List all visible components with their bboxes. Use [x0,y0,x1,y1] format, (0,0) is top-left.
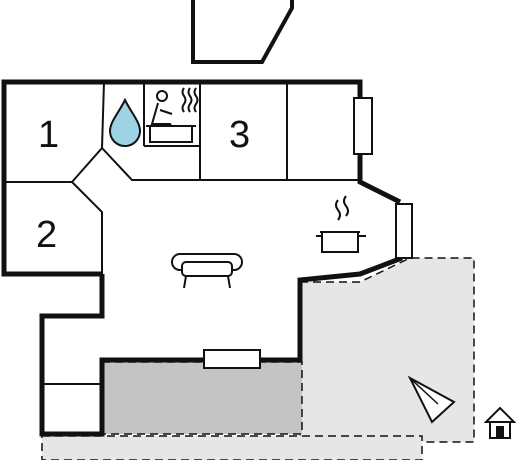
kitchen-pot-icon [316,195,366,253]
room-2-label: 2 [36,214,57,256]
house-entrance-icon [483,406,517,439]
sauna-icon [146,87,199,143]
house-floor [4,82,408,384]
exterior-wall [1,79,402,277]
room-1-label: 1 [38,114,59,156]
room-3-label: 3 [229,114,250,156]
window-icon [203,349,261,369]
interior-walls [4,81,360,385]
terrace-right [299,257,475,460]
outbuilding [191,0,294,64]
sofa-icon [171,253,243,289]
covered-area [101,361,303,435]
window-icon [353,97,373,155]
terrace-bottom [41,435,423,460]
exterior-wall-east [39,255,403,437]
window-icon [395,203,413,259]
compass-north-icon [407,375,456,424]
shower-drop-icon [108,97,142,147]
